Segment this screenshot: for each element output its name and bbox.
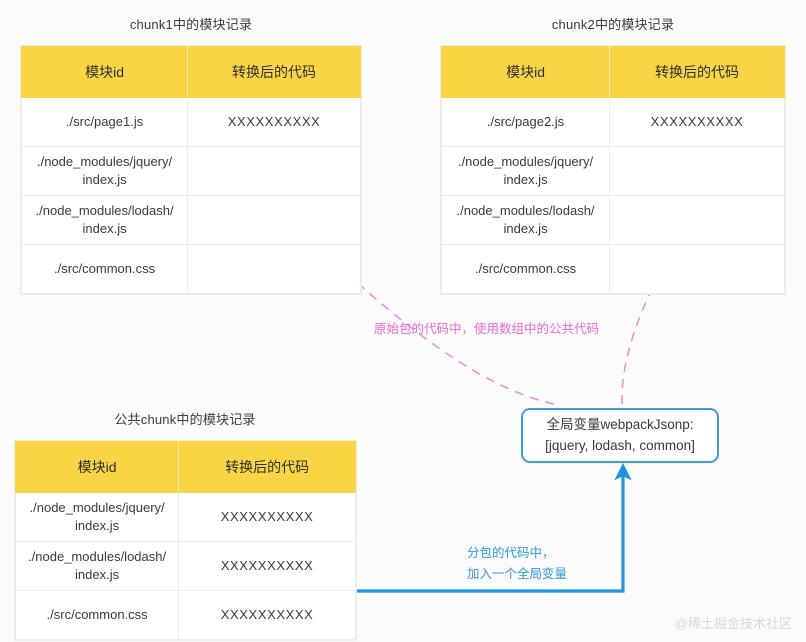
cell-module-id: ./node_modules/lodash/index.js xyxy=(440,195,611,245)
cell-transformed-code xyxy=(187,244,361,294)
watermark: @稀土掘金技术社区 xyxy=(674,616,792,631)
column-header-transformed-code: 转换后的代码 xyxy=(178,441,356,493)
cell-module-id: ./src/page1.js xyxy=(20,97,189,147)
table-row: ./node_modules/jquery/index.js xyxy=(440,146,785,196)
cell-transformed-code xyxy=(187,146,361,196)
cell-transformed-code: XXXXXXXXXX xyxy=(609,97,785,147)
table-title-common-chunk: 公共chunk中的模块记录 xyxy=(114,412,256,427)
cell-transformed-code xyxy=(187,195,361,245)
cell-module-id: ./src/common.css xyxy=(440,244,611,294)
table-title-chunk1: chunk1中的模块记录 xyxy=(129,17,253,32)
table-common-chunk: 模块id 转换后的代码 ./node_modules/jquery/index.… xyxy=(14,441,356,640)
cell-module-id: ./src/common.css xyxy=(20,244,189,294)
blue-note-line2: 加入一个全局变量 xyxy=(467,566,568,581)
column-header-transformed-code: 转换后的代码 xyxy=(187,46,361,98)
cell-module-id: ./node_modules/lodash/index.js xyxy=(14,541,180,591)
column-header-module-id: 模块id xyxy=(14,441,180,493)
table-header-row: 模块id 转换后的代码 xyxy=(20,46,361,98)
table-row: ./src/common.css xyxy=(440,244,785,294)
cell-module-id: ./src/page2.js xyxy=(440,97,611,147)
table-row: ./node_modules/jquery/index.js xyxy=(20,146,361,196)
cell-module-id: ./node_modules/lodash/index.js xyxy=(20,195,189,245)
cell-module-id: ./node_modules/jquery/index.js xyxy=(440,146,611,196)
table-row: ./node_modules/lodash/index.js xyxy=(440,195,785,245)
column-header-module-id: 模块id xyxy=(20,46,189,98)
table-header-row: 模块id 转换后的代码 xyxy=(440,46,785,98)
table-row: ./src/common.css xyxy=(20,244,361,294)
global-var-line2: [jquery, lodash, common] xyxy=(545,437,695,453)
blue-note-line1: 分包的代码中， xyxy=(467,546,555,560)
cell-transformed-code: XXXXXXXXXX xyxy=(178,492,356,542)
table-title-chunk2: chunk2中的模块记录 xyxy=(551,17,675,32)
table-header-row: 模块id 转换后的代码 xyxy=(14,441,356,493)
cell-transformed-code xyxy=(609,195,785,245)
table-row: ./node_modules/lodash/index.js xyxy=(20,195,361,245)
global-var-line1: 全局变量webpackJsonp: xyxy=(546,417,694,433)
cell-module-id: ./node_modules/jquery/index.js xyxy=(14,492,180,542)
cell-module-id: ./node_modules/jquery/index.js xyxy=(20,146,189,196)
cell-module-id: ./src/common.css xyxy=(14,590,180,640)
cell-transformed-code xyxy=(609,146,785,196)
cell-transformed-code: XXXXXXXXXX xyxy=(187,97,361,147)
cell-transformed-code xyxy=(609,244,785,294)
blue-annotation-note: 分包的代码中， 加入一个全局变量 xyxy=(467,543,567,584)
pink-annotation-note: 原始包的代码中，使用数组中的公共代码 xyxy=(374,322,600,336)
cell-transformed-code: XXXXXXXXXX xyxy=(178,590,356,640)
column-header-module-id: 模块id xyxy=(440,46,611,98)
cell-transformed-code: XXXXXXXXXX xyxy=(178,541,356,591)
global-variable-box: 全局变量webpackJsonp: [jquery, lodash, commo… xyxy=(521,408,719,463)
column-header-transformed-code: 转换后的代码 xyxy=(609,46,785,98)
